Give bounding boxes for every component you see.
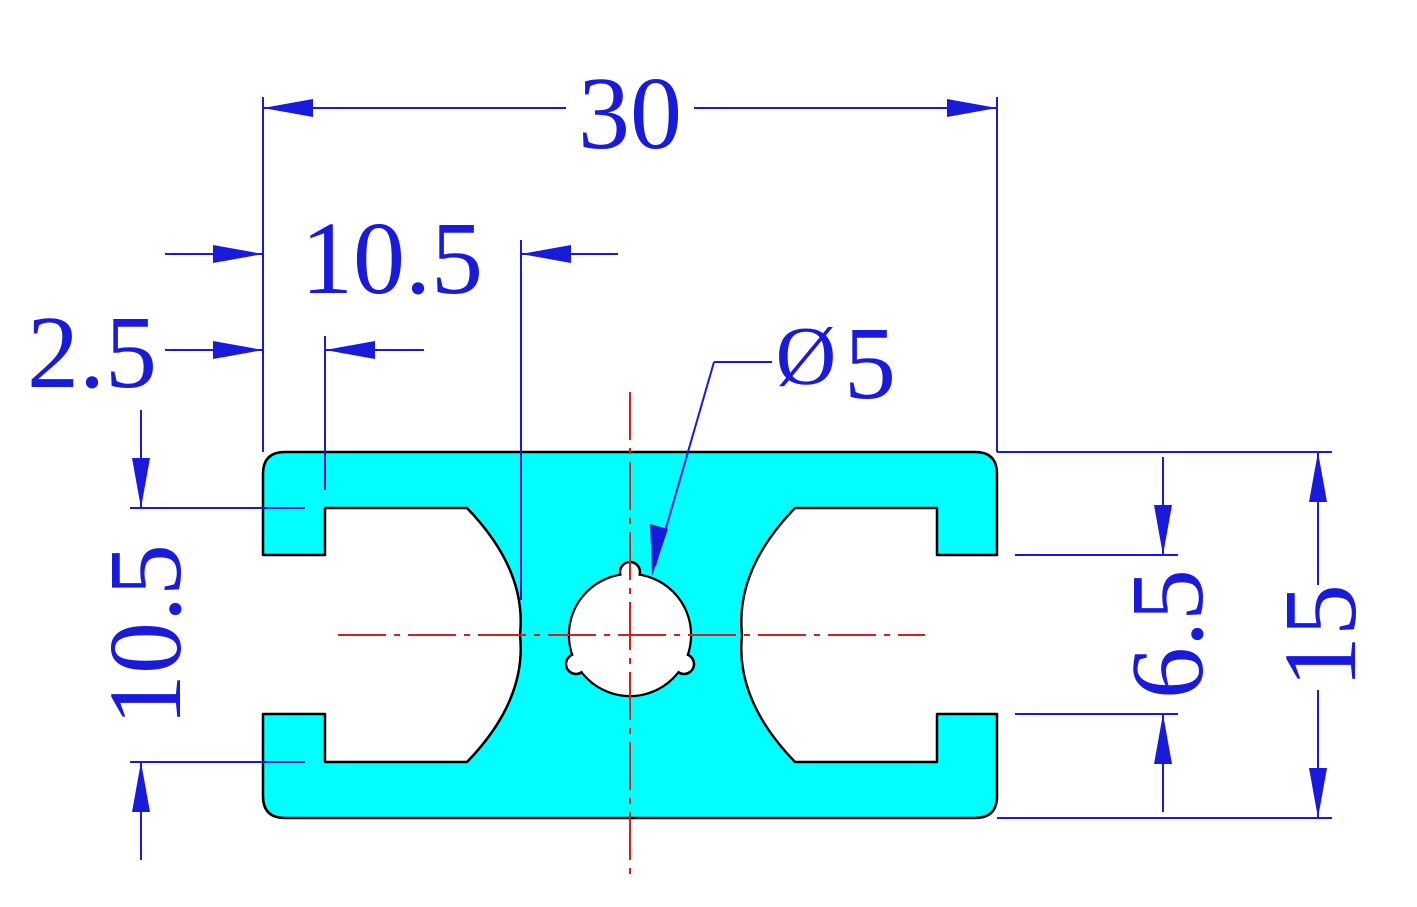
arrow-25-left [213,341,263,359]
arrow-height-bottom [1309,768,1327,818]
label-slot-opening: 6.5 [1110,569,1225,699]
label-diameter-symbol: Ø [776,310,837,403]
arrow-105-left [213,245,263,263]
dimension-inner-offset: 10.5 [165,201,618,600]
dimension-left-height: 10.5 [88,410,305,860]
dimension-overall-width: 30 [262,56,998,452]
arrow-left-height-bottom [132,762,150,812]
label-overall-height: 15 [1263,584,1378,688]
dimension-lip-width: 2.5 [27,295,424,490]
center-lines [338,392,925,880]
arrow-diameter [650,524,668,576]
dimension-slot-opening: 6.5 [1015,457,1225,812]
arrow-25-right [325,341,375,359]
label-left-height: 10.5 [88,544,203,726]
dimension-diameter: Ø 5 [650,306,896,576]
dimension-overall-height: 15 [997,451,1378,819]
arrow-slot-bottom [1154,714,1172,764]
groove-inner-right [673,654,691,672]
label-diameter-value: 5 [844,306,896,421]
label-inner-offset: 10.5 [301,201,483,316]
groove-inner-left [569,654,587,672]
label-overall-width: 30 [578,56,682,171]
arrow-left-height-top [132,458,150,508]
arrow-105-right [521,245,571,263]
arrow-30-left [263,99,313,117]
arrow-slot-top [1154,505,1172,555]
arrow-height-top [1309,452,1327,502]
label-lip-width: 2.5 [27,295,157,410]
arrow-30-right [947,99,997,117]
